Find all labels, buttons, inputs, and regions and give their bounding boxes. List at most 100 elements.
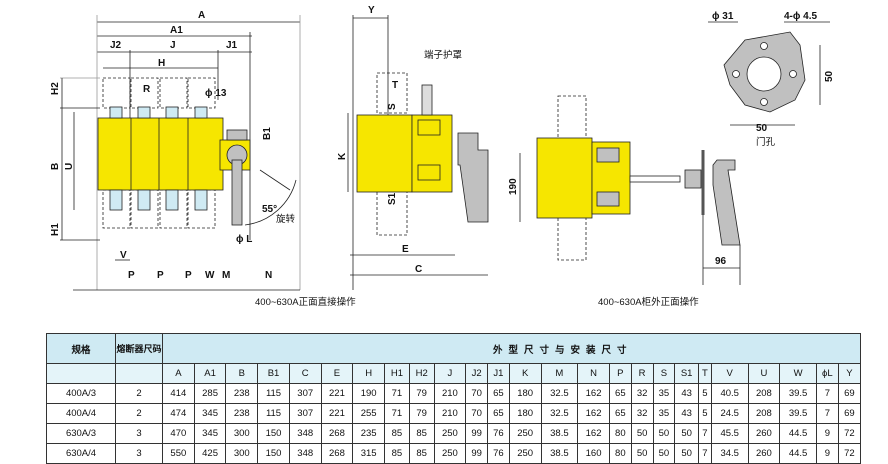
dim-label-r: R	[143, 84, 151, 95]
front-view-caption: 400~630A正面直接操作	[255, 296, 356, 308]
dim-header-cell: B	[225, 363, 259, 384]
value-cell: 70	[465, 383, 489, 404]
value-cell: 50	[630, 423, 654, 444]
dim-label-j: J	[170, 40, 176, 51]
value-cell: 76	[487, 443, 510, 464]
value-cell: 221	[320, 403, 354, 424]
dim-header-cell: H1	[384, 363, 410, 384]
dim-label-p3: P	[185, 270, 192, 281]
dim-label-j1: J1	[226, 40, 238, 51]
value-cell: 345	[193, 423, 227, 444]
blank-cell	[46, 363, 116, 384]
value-cell: 99	[465, 423, 489, 444]
dim-header-cell: T	[698, 363, 712, 384]
dim-header-cell: J1	[487, 363, 510, 384]
value-cell: 250	[433, 423, 467, 444]
value-cell: 115	[257, 383, 290, 404]
dim-header-cell: S1	[674, 363, 700, 384]
dim-label-h2: H2	[50, 82, 61, 95]
value-cell: 285	[193, 383, 227, 404]
dim-label-v: V	[120, 250, 127, 261]
value-cell: 414	[162, 383, 195, 404]
rotate-label: 旋转	[276, 213, 296, 225]
door-hole-name: 门孔	[756, 136, 776, 148]
fuse-cell: 2	[115, 383, 163, 404]
external-view-labels: 96 400~630A柜外正面操作	[598, 256, 727, 308]
value-cell: 65	[487, 403, 510, 424]
dim-header-cell: M	[540, 363, 579, 384]
value-cell: 307	[288, 383, 322, 404]
dim-header-cell: H2	[408, 363, 435, 384]
external-view	[536, 95, 741, 285]
value-cell: 35	[652, 403, 676, 424]
value-cell: 50	[674, 423, 700, 444]
value-cell: 208	[747, 383, 781, 404]
value-cell: 162	[577, 403, 610, 424]
door-hole-labels: ϕ 31 4-ϕ 4.5 50 50 门孔	[712, 11, 835, 148]
value-cell: 210	[433, 403, 467, 424]
value-cell: 162	[577, 383, 610, 404]
value-cell: 235	[352, 423, 386, 444]
value-cell: 150	[257, 443, 290, 464]
value-cell: 345	[193, 403, 227, 424]
value-cell: 7	[815, 403, 839, 424]
front-view-labels: A A1 J2 J J1 H R ϕ 13 H2 B1 B U H1 V P P…	[50, 10, 356, 308]
dim-label-a: A	[198, 10, 205, 21]
value-cell: 115	[257, 403, 290, 424]
dim-label-b1: B1	[262, 127, 273, 140]
dim-header-cell: Y	[837, 363, 862, 384]
dim-label-p2: P	[157, 270, 164, 281]
dim-label-s1: S1	[387, 192, 398, 205]
value-cell: 32.5	[540, 403, 579, 424]
value-cell: 180	[508, 383, 542, 404]
value-cell: 44.5	[779, 443, 817, 464]
dim-header-cell: N	[577, 363, 610, 384]
dim-label-b: B	[50, 163, 61, 170]
front-view	[60, 15, 301, 291]
value-cell: 7	[815, 383, 839, 404]
value-cell: 260	[747, 443, 781, 464]
value-cell: 238	[225, 383, 259, 404]
dim-header-cell: C	[288, 363, 322, 384]
value-cell: 43	[674, 383, 700, 404]
value-cell: 79	[408, 383, 435, 404]
side-view	[347, 15, 521, 290]
dim-header-cell: K	[508, 363, 542, 384]
dim-label-w: W	[205, 270, 215, 281]
value-cell: 80	[608, 423, 632, 444]
dim-label-y: Y	[368, 5, 375, 16]
value-cell: 190	[352, 383, 386, 404]
value-cell: 85	[384, 423, 410, 444]
dim-label-holes: 4-ϕ 4.5	[784, 11, 818, 22]
value-cell: 180	[508, 403, 542, 424]
dim-header-cell: E	[320, 363, 354, 384]
dim-label-190: 190	[508, 178, 519, 195]
spec-cell: 400A/3	[46, 383, 116, 404]
value-cell: 5	[698, 403, 712, 424]
dim-header-cell: H	[352, 363, 386, 384]
value-cell: 43	[674, 403, 700, 424]
spec-cell: 630A/4	[46, 443, 116, 464]
value-cell: 79	[408, 403, 435, 424]
value-cell: 268	[320, 423, 354, 444]
dim-label-n: N	[265, 270, 272, 281]
value-cell: 71	[384, 403, 410, 424]
spec-cell: 400A/4	[46, 403, 116, 424]
dim-label-h: H	[158, 58, 165, 69]
value-cell: 300	[225, 423, 259, 444]
fuse-cell: 2	[115, 403, 163, 424]
dim-header-cell: A	[162, 363, 195, 384]
value-cell: 69	[837, 403, 862, 424]
value-cell: 5	[698, 383, 712, 404]
value-cell: 260	[747, 423, 781, 444]
value-cell: 50	[630, 443, 654, 464]
dim-label-h1: H1	[50, 223, 61, 236]
dim-header-cell: U	[747, 363, 781, 384]
value-cell: 50	[652, 443, 676, 464]
dim-header-cell: W	[779, 363, 817, 384]
dim-header-cell: A1	[193, 363, 227, 384]
value-cell: 35	[652, 383, 676, 404]
